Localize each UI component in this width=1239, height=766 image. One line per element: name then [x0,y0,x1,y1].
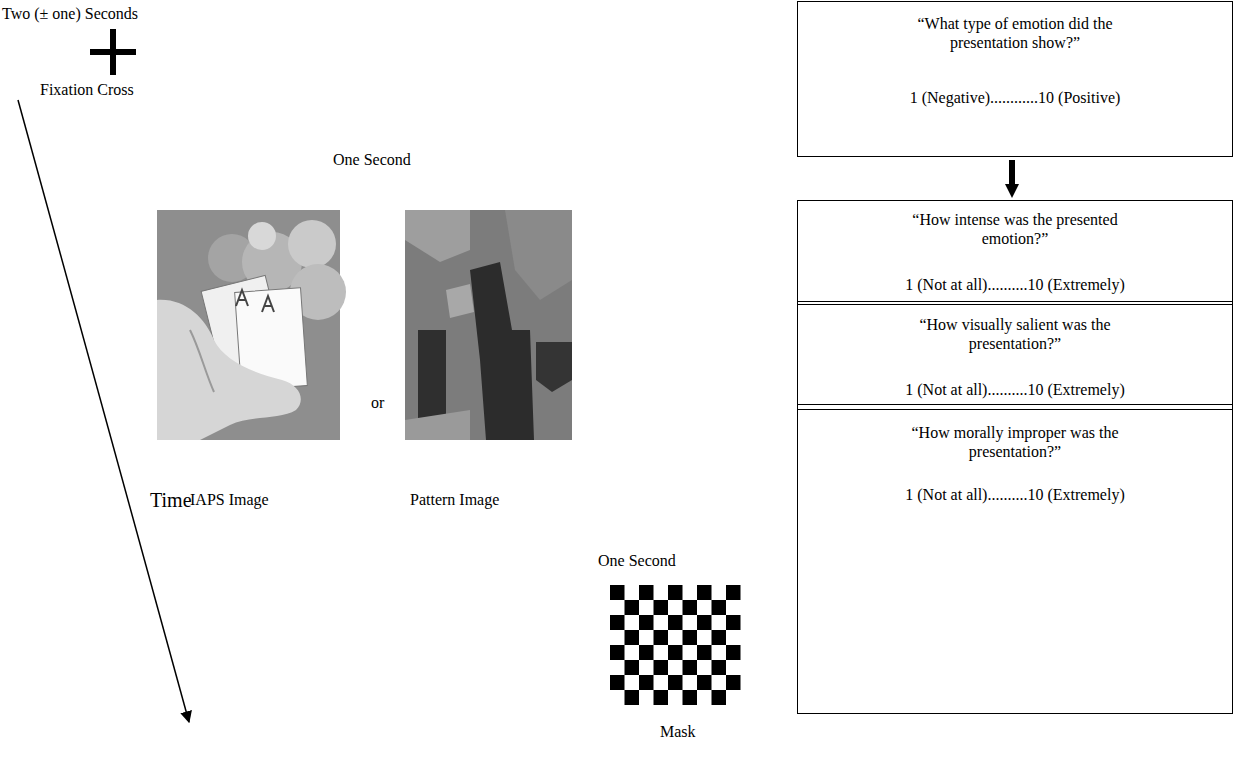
mask-square [697,615,712,630]
mask-square [654,660,669,675]
stimulus-label: Pattern Image [410,490,499,509]
pattern-patch [470,262,534,440]
mask-square [639,645,654,660]
duration-label: Two (± one) Seconds [2,4,138,23]
card-mark [262,296,274,312]
mask-square [712,630,727,645]
mask-square [683,630,698,645]
mask-square [712,660,727,675]
pattern-ground [405,210,572,440]
mask-square [610,675,625,690]
mask-square [697,645,712,660]
rating-scale: 1 (Not at all)..........10 (Extremely) [905,380,1125,399]
flow-arrow [1009,160,1015,198]
mask-square [726,585,741,600]
mask-square [654,600,669,615]
rating-scale: 1 (Negative)............10 (Positive) [910,88,1121,107]
mask-square [668,675,683,690]
mask-square [625,630,640,645]
mask-square [625,690,640,705]
pattern-patch [536,342,572,392]
checkerboard-mask [610,585,741,705]
mask-square [639,675,654,690]
question-box: “How visually salient was the presentati… [797,301,1233,410]
mask-square [610,615,625,630]
pattern-image [405,210,572,440]
mask-square [668,585,683,600]
question-text: “How intense was the presented emotion?” [880,210,1150,248]
mask-square [639,585,654,600]
mask-square [668,615,683,630]
poker-chip [248,222,276,250]
stimulus-label: IAPS Image [190,490,269,509]
mask-square [610,645,625,660]
mask-square [668,645,683,660]
question-box: “How morally improper was the presentati… [797,404,1233,714]
mask-square [712,600,727,615]
mask-square [712,690,727,705]
question-text: “How visually salient was the presentati… [880,315,1150,353]
hand-line [190,330,214,392]
pattern-patch [418,330,446,420]
pattern-patch [405,210,470,262]
fixation-label: Fixation Cross [40,80,134,99]
pattern-patch [405,410,470,440]
pattern-patch [505,210,572,300]
rating-scale: 1 (Not at all)..........10 (Extremely) [905,275,1125,294]
mask-square [625,660,640,675]
mask-square [654,690,669,705]
iaps-image [157,210,346,440]
cross-bar [110,29,116,75]
mask-square [726,615,741,630]
fixation-cross [90,29,136,75]
question-box: “What type of emotion did the presentati… [797,1,1233,157]
pattern-patch [446,284,474,318]
hand [157,300,301,440]
question-text: “How morally improper was the presentati… [880,423,1150,461]
mask-square [654,630,669,645]
duration-label: One Second [598,551,676,570]
photo-ground [157,210,340,440]
question-box: “How intense was the presented emotion?”… [797,200,1233,305]
mask-square [726,645,741,660]
connector-word: or [371,393,384,412]
mask-square [726,675,741,690]
duration-label: One Second [333,150,411,169]
rating-scale: 1 (Not at all)..........10 (Extremely) [905,485,1125,504]
mask-square [683,660,698,675]
card-mark [236,290,248,306]
mask-label: Mask [660,722,696,741]
mask-square [683,600,698,615]
mask-square [625,600,640,615]
mask-square [697,585,712,600]
mask-square [610,585,625,600]
question-text: “What type of emotion did the presentati… [880,14,1150,52]
mask-square [697,675,712,690]
mask-square [639,615,654,630]
poker-chip [288,220,336,268]
axis-label: Time [150,488,192,512]
mask-square [683,690,698,705]
